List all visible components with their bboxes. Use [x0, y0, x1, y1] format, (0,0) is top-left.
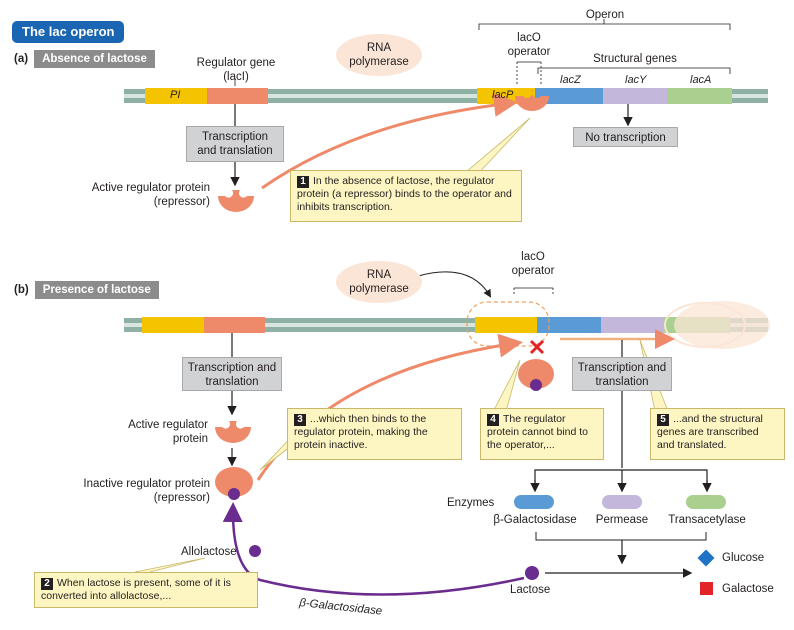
step4-text: The regulator protein cannot bind to the… [487, 413, 588, 451]
pi-label: PI [170, 89, 181, 101]
laco-operator-label-a: lacO operator [507, 32, 551, 58]
active-repressor-b [215, 421, 251, 443]
laca-label: lacA [690, 74, 712, 86]
step3-callout: 3...which then binds to the regulator pr… [287, 408, 462, 460]
pi-promoter-segment [145, 88, 207, 104]
regulator-gene-label: Regulator gene (lacI) [196, 57, 276, 83]
galactose-label: Galactose [722, 583, 774, 595]
transcription-box-a: Transcription and translation [186, 126, 284, 162]
enzymes-label: Enzymes [447, 497, 495, 509]
permease-enzyme [602, 495, 642, 509]
laco-operator-label-b: lacO operator [511, 251, 555, 277]
allolactose-label: Allolactose [181, 546, 237, 558]
allolactose-molecule [249, 545, 261, 557]
panel-b-letter: (b) [14, 284, 29, 296]
blocked-binding-x [529, 339, 545, 355]
step1-text: In the absence of lactose, the regulator… [297, 175, 512, 213]
lactose-label: Lactose [510, 584, 551, 596]
glucose-icon [697, 549, 715, 567]
active-regulator-label-a: Active regulator protein (repressor) [91, 182, 210, 208]
transacetylase-enzyme [686, 495, 726, 509]
operon-label: Operon [585, 9, 625, 21]
step4-number: 4 [487, 414, 499, 426]
structural-genes-label: Structural genes [593, 53, 677, 65]
step1-number: 1 [297, 176, 309, 188]
active-regulator-label-b: Active regulator protein [128, 419, 208, 445]
repressor-bound-operator-a [515, 90, 549, 111]
lacp-label: lacP [492, 89, 514, 101]
rna-polymerase-a: RNA polymerase [336, 34, 422, 76]
panel-a-letter: (a) [14, 53, 29, 65]
step2-text: When lactose is present, some of it is c… [41, 577, 231, 602]
lacy-segment [603, 88, 667, 104]
allolactose-pathway-arrow [222, 502, 525, 596]
transcription-box-b-right: Transcription and translation [572, 357, 672, 391]
no-transcription-box: No transcription [573, 127, 678, 147]
dna-strand-b [124, 317, 768, 333]
lacz-segment [535, 88, 603, 104]
laci-gene-segment [207, 88, 268, 104]
panel-a-label: Absence of lactose [34, 50, 155, 68]
structural-genes-bracket [537, 67, 731, 74]
inactive-regulator-label: Inactive regulator protein (repressor) [83, 478, 210, 504]
rna-polymerase-moving [674, 301, 770, 349]
panel-b-header: (b) Presence of lactose [14, 281, 159, 299]
active-repressor-a [218, 190, 254, 212]
glucose-label: Glucose [722, 552, 765, 564]
permease-label: Permease [595, 514, 649, 526]
step5-number: 5 [657, 414, 669, 426]
beta-galactosidase-label: β-Galactosidase [493, 514, 577, 526]
repressor-to-operator-arrow [261, 93, 518, 190]
inactive-repressor-b [215, 467, 253, 497]
step3-number: 3 [294, 414, 306, 426]
step3-text: ...which then binds to the regulator pro… [294, 413, 428, 451]
lacz-label: lacZ [560, 74, 581, 86]
lactose-molecule [525, 566, 539, 580]
galactose-icon [700, 582, 713, 595]
panel-a-header: (a) Absence of lactose [14, 50, 155, 68]
laca-segment [667, 88, 732, 104]
rna-polymerase-b: RNA polymerase [336, 261, 422, 303]
operon-bracket [478, 23, 731, 30]
dna-strand-a [124, 88, 768, 104]
transacetylase-label: Transacetylase [668, 514, 746, 526]
beta-galactosidase-enzyme [514, 495, 554, 509]
step2-number: 2 [41, 578, 53, 590]
panel-b-label: Presence of lactose [34, 281, 159, 299]
step5-callout: 5...and the structural genes are transcr… [650, 408, 785, 460]
transcription-box-b-left: Transcription and translation [182, 357, 282, 391]
lacy-label: lacY [625, 74, 647, 86]
figure-title: The lac operon [12, 21, 125, 43]
inactive-repressor-near-operator [518, 359, 554, 389]
step5-text: ...and the structural genes are transcri… [657, 413, 763, 451]
